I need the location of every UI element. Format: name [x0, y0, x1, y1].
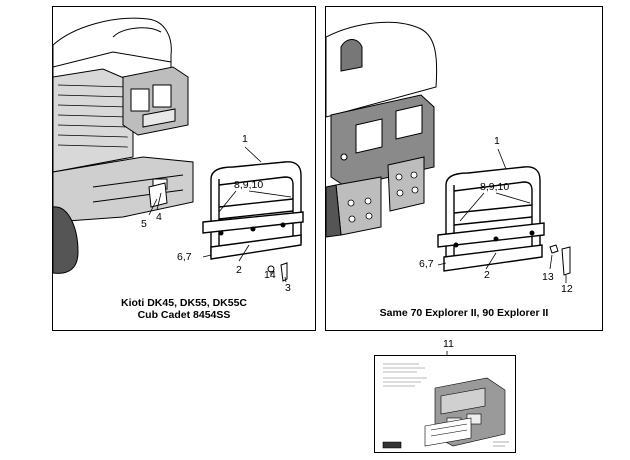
callout-6-7: 6,7: [419, 258, 434, 270]
callout-8-9-10: 8,9,10: [234, 179, 264, 191]
callout-4: 4: [156, 211, 162, 223]
caption-line-1: Kioti DK45, DK55, DK55C: [120, 297, 248, 309]
callout-13: 13: [542, 271, 554, 283]
callout-5: 5: [141, 218, 147, 230]
callout-1: 1: [242, 133, 248, 145]
right-diagram-panel: 1 8,9,10 6,7 2 13 12 Same 70 Explorer II…: [325, 6, 603, 331]
decal-label-thumbnail: [374, 355, 516, 453]
callout-2: 2: [484, 269, 490, 281]
callout-12: 12: [561, 283, 573, 295]
callout-8-9-10: 8,9,10: [480, 181, 510, 193]
caption: Same 70 Explorer II, 90 Explorer II: [379, 307, 549, 319]
left-diagram-panel: 1 8,9,10 5 4 6,7 2 14 3 Kioti DK45, DK55…: [52, 6, 316, 331]
callout-6-7: 6,7: [177, 251, 192, 263]
callout-3: 3: [285, 282, 291, 294]
callout-1: 1: [494, 135, 500, 147]
callout-11: 11: [443, 338, 454, 350]
caption-line-2: Cub Cadet 8454SS: [137, 309, 231, 321]
same-tractor-bumper-illustration: [326, 21, 571, 283]
callout-2: 2: [236, 264, 242, 276]
kioti-tractor-bumper-illustration: [53, 17, 304, 283]
callout-14: 14: [264, 269, 276, 281]
decal-artwork: [382, 363, 509, 449]
